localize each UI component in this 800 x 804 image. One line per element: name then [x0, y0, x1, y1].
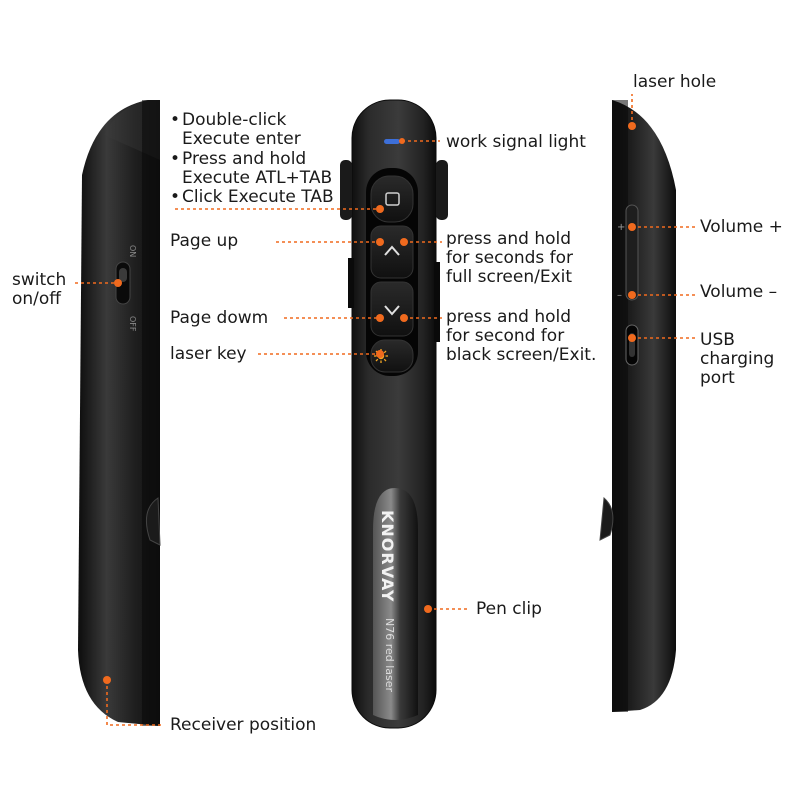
fullscreen-label-3: full screen/Exit	[446, 267, 573, 287]
brand-text: KNORVAY	[378, 510, 397, 602]
volume-rocker	[625, 204, 639, 301]
usb-label-3: port	[700, 368, 735, 388]
volume-minus-symbol: –	[617, 290, 622, 301]
double-click-desc: Execute enter	[182, 129, 301, 149]
page-up-button	[370, 225, 414, 279]
callout-dots	[103, 122, 636, 684]
menu-button	[370, 175, 414, 223]
fullscreen-label-1: press and hold	[446, 229, 572, 249]
double-click-label: Double-click	[170, 111, 286, 130]
work-signal-label: work signal light	[446, 132, 586, 152]
front-view: KNORVAY N76 red laser	[340, 99, 448, 729]
page-up-label: Page up	[170, 231, 239, 251]
page-down-button	[370, 281, 414, 337]
usb-label-2: charging	[700, 349, 775, 369]
switch-label-2: on/off	[12, 289, 62, 309]
usb-label-1: USB	[700, 330, 735, 350]
press-hold-desc: Execute ATL+TAB	[182, 168, 333, 188]
black-screen-label-2: for second for	[446, 326, 565, 346]
page-down-label: Page dowm	[170, 308, 269, 328]
callout-lines	[75, 94, 695, 726]
switch-off-text: OFF	[128, 316, 137, 332]
laser-key-label: laser key	[170, 344, 247, 364]
volume-up-label: Volume +	[700, 217, 783, 237]
window-icon	[385, 192, 400, 206]
fullscreen-label-2: for seconds for	[446, 248, 574, 268]
laser-button	[370, 339, 414, 373]
chevron-down-icon	[384, 305, 400, 316]
switch-on-text: ON	[128, 245, 137, 257]
black-screen-label-3: black screen/Exit.	[446, 345, 597, 365]
signal-light	[384, 139, 400, 144]
pen-clip	[373, 488, 418, 720]
left-side-view: ON OFF	[78, 100, 161, 726]
laser-hole-label: laser hole	[633, 72, 717, 92]
black-screen-label-1: press and hold	[446, 307, 572, 327]
pen-clip-label: Pen clip	[476, 599, 542, 619]
chevron-up-icon	[384, 245, 400, 256]
receiver-label: Receiver position	[170, 715, 317, 735]
click-tab-label: Click Execute TAB	[170, 188, 334, 207]
switch-label: switch	[12, 270, 67, 290]
volume-down-label: Volume –	[700, 282, 778, 302]
volume-plus-symbol: +	[617, 222, 625, 233]
model-text: N76 red laser	[383, 618, 396, 693]
press-hold-label: Press and hold	[170, 150, 306, 169]
right-side-view: + –	[599, 100, 676, 712]
